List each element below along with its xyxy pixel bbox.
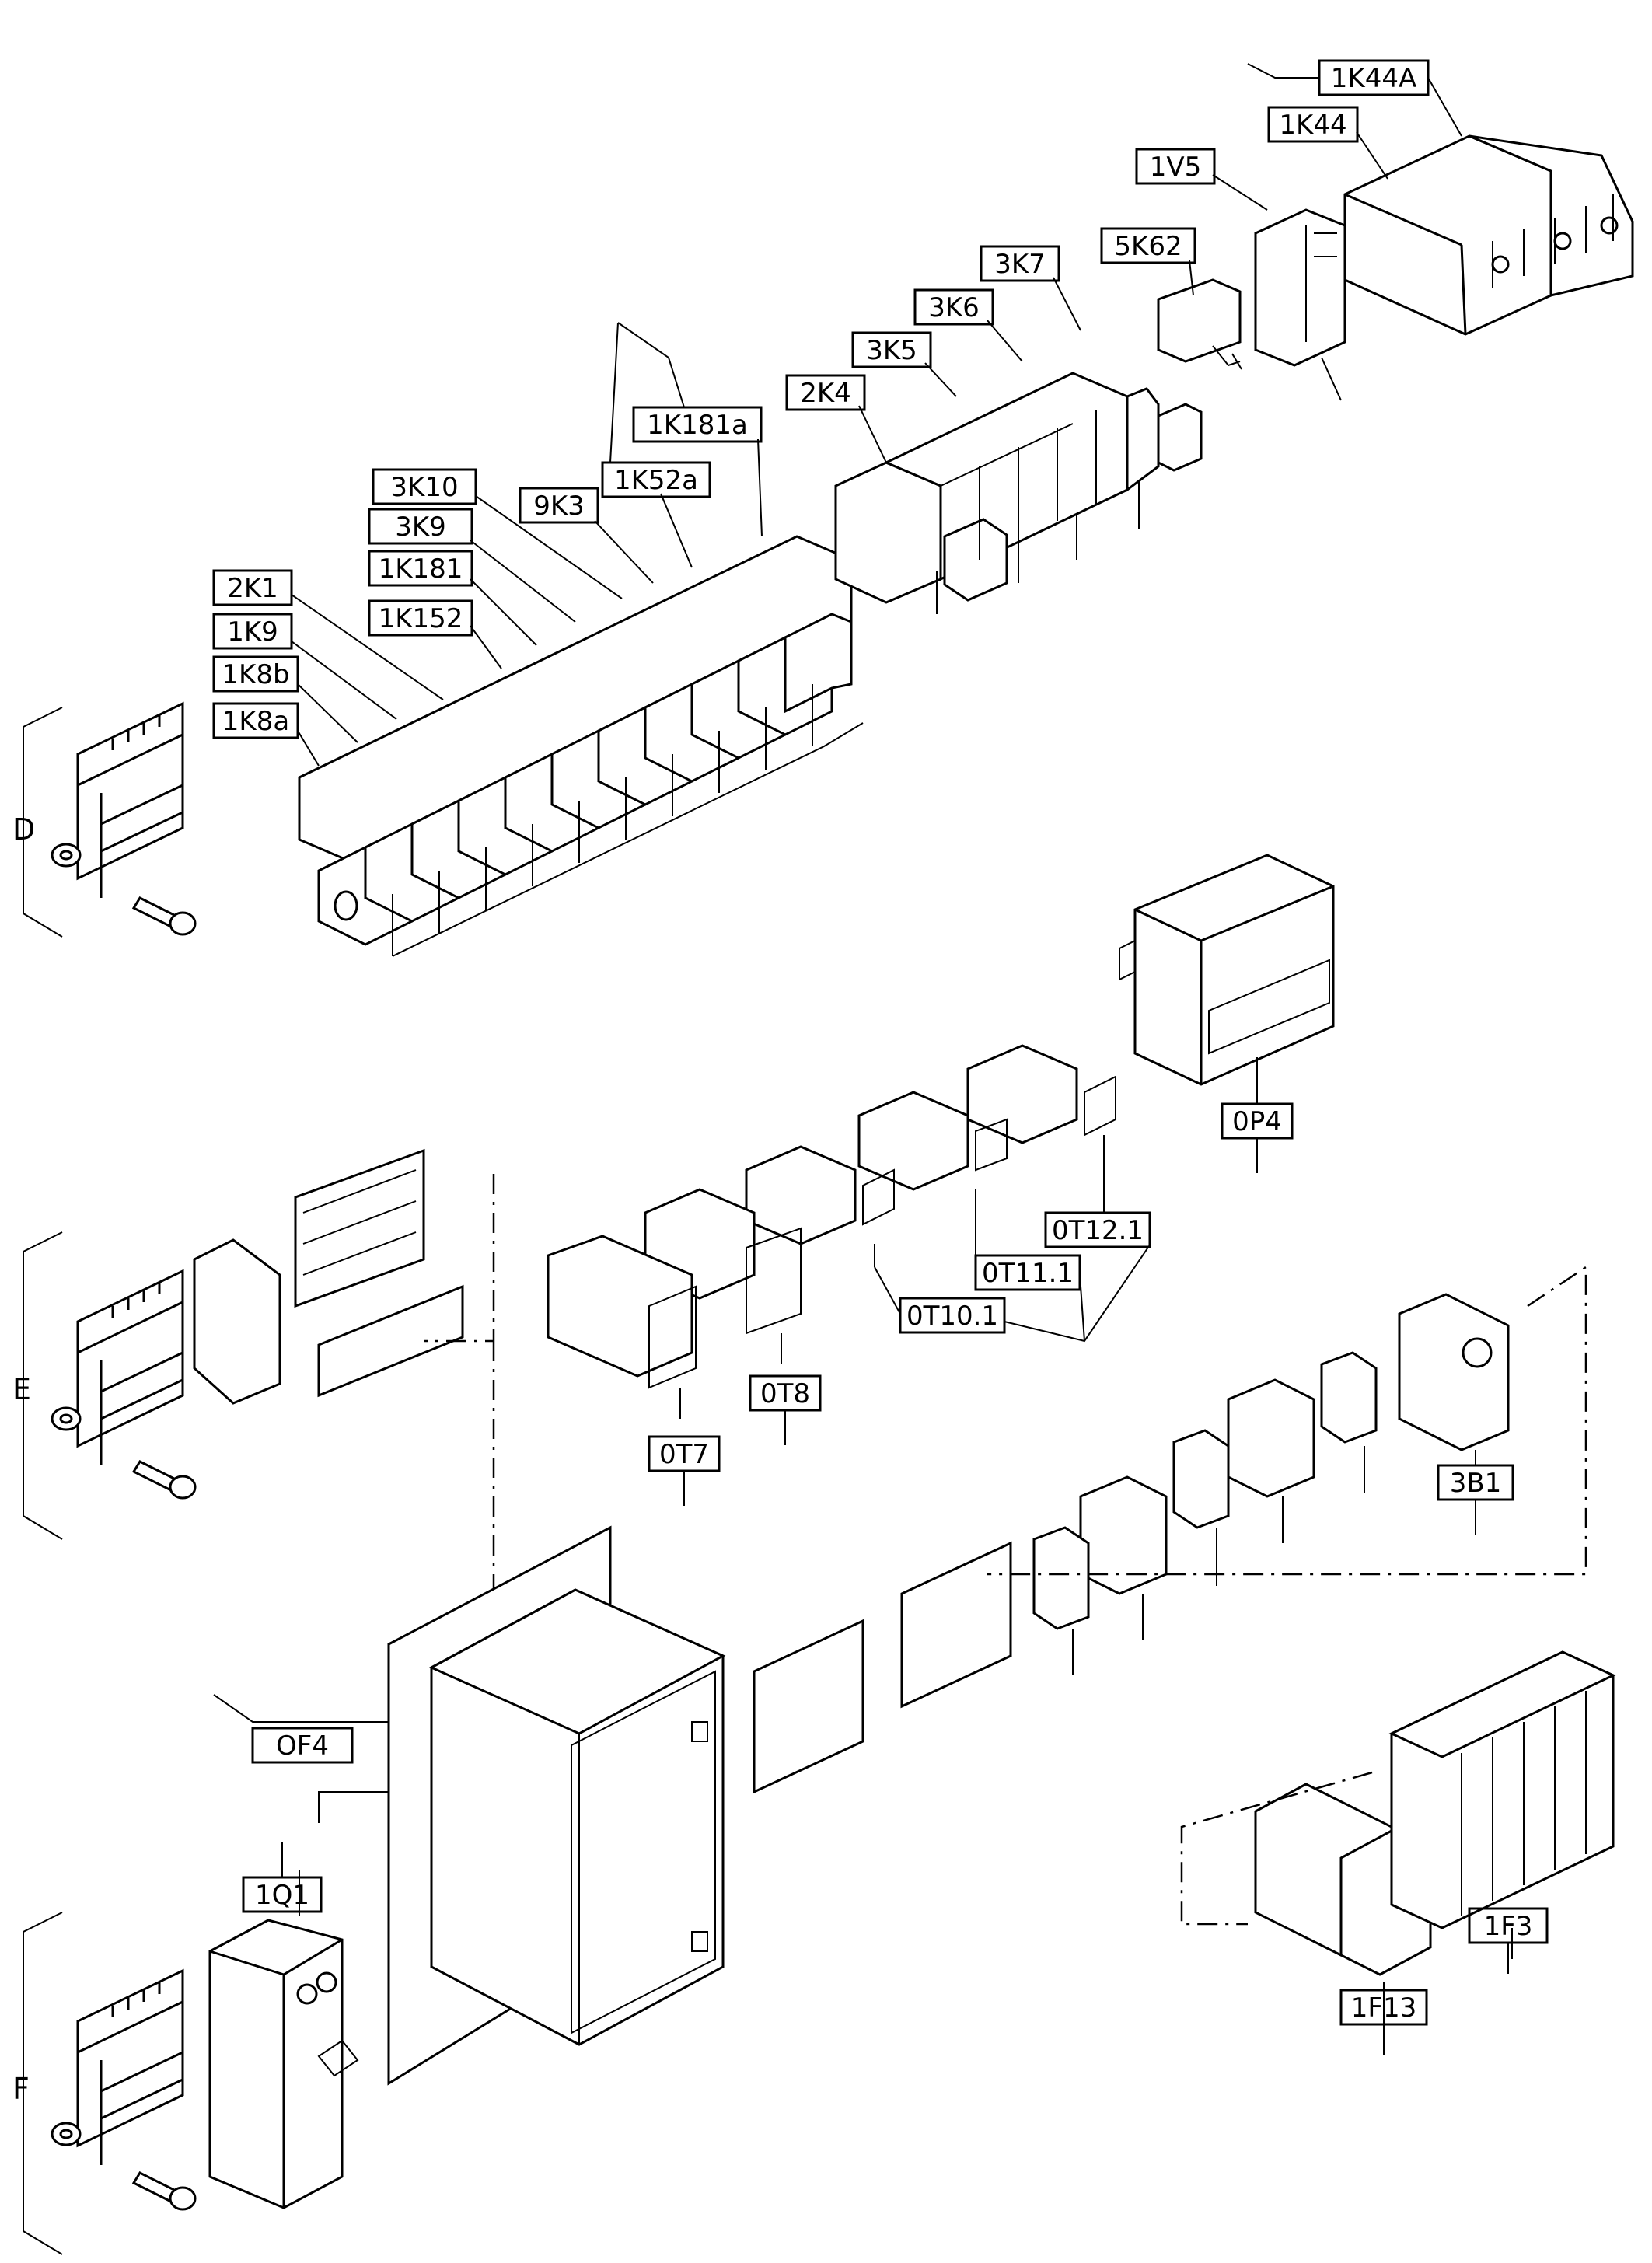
circuit-breakers (1254, 1650, 1616, 2029)
callout-0p4: 0P4 (1221, 1057, 1294, 1173)
relay-cubes (317, 613, 853, 946)
callout-1k44a: 1K44A (1247, 59, 1462, 137)
callout-3k10: 3K10 (372, 468, 623, 599)
svg-text:0T8: 0T8 (760, 1378, 810, 1409)
svg-text:3K9: 3K9 (395, 512, 446, 543)
callout-1k8a: 1K8a (212, 702, 320, 767)
callout-1f13: 1F13 (1339, 1989, 1428, 2055)
power-supply-0p4 (1119, 854, 1335, 1086)
section-d-bracket: D (12, 707, 63, 938)
svg-text:3K6: 3K6 (928, 292, 980, 323)
svg-text:3B1: 3B1 (1450, 1468, 1502, 1499)
svg-text:1K8a: 1K8a (222, 706, 289, 737)
svg-text:0T11.1: 0T11.1 (982, 1258, 1074, 1289)
svg-text:0T12.1: 0T12.1 (1052, 1215, 1144, 1246)
svg-text:1K152: 1K152 (379, 603, 463, 634)
section-label-e: E (12, 1372, 31, 1406)
callout-0t12-1: 0T12.1 (1044, 1135, 1151, 1248)
svg-text:1F3: 1F3 (1484, 1911, 1533, 1942)
din-rail-f (51, 1968, 197, 2211)
relay-5k62 (1157, 278, 1242, 370)
svg-text:OF4: OF4 (276, 1730, 329, 1762)
din-rail-e (51, 1269, 197, 1500)
svg-text:0P4: 0P4 (1232, 1106, 1282, 1137)
motor-breaker-1q1 (208, 1870, 359, 2209)
callout-2k4: 2K4 (785, 374, 887, 463)
svg-text:9K3: 9K3 (533, 491, 585, 522)
svg-text:5K62: 5K62 (1114, 231, 1182, 262)
svg-text:1V5: 1V5 (1150, 152, 1202, 183)
svg-text:0T10.1: 0T10.1 (906, 1301, 998, 1332)
contactor-group (834, 372, 1203, 614)
callout-2k1: 2K1 (212, 569, 444, 700)
svg-text:3K7: 3K7 (994, 249, 1046, 280)
contactor-1k44 (1343, 134, 1634, 336)
svg-text:1K8b: 1K8b (222, 659, 289, 690)
callout-0t11-1: 0T11.1 (974, 1189, 1081, 1291)
callout-1k181a: 1K181a (617, 322, 763, 537)
svg-text:2K1: 2K1 (227, 573, 278, 604)
callout-1k44: 1K44 (1267, 106, 1388, 180)
svg-text:1K44A: 1K44A (1331, 63, 1416, 94)
callout-0t7: 0T7 (648, 1435, 721, 1506)
callout-3k6: 3K6 (913, 288, 1023, 362)
callout-1q1: 1Q1 (242, 1842, 323, 1913)
callout-3b1: 3B1 (1437, 1450, 1514, 1535)
din-rail-d (51, 701, 197, 936)
callout-0t10-1: 0T10.1 (874, 1243, 1151, 1343)
svg-text:1K44: 1K44 (1279, 110, 1346, 141)
svg-text:1K52a: 1K52a (614, 465, 698, 496)
callout-1k152: 1K152 (368, 599, 502, 669)
enclosure-of4 (213, 1525, 726, 2086)
svg-text:0T7: 0T7 (659, 1439, 709, 1470)
svg-text:1K9: 1K9 (227, 616, 278, 648)
terminal-blocks-e (753, 1351, 1378, 1794)
terminal-parts-e (193, 1148, 464, 1405)
callout-3k9: 3K9 (368, 508, 576, 623)
svg-text:3K5: 3K5 (866, 335, 917, 366)
callout-1k9: 1K9 (212, 613, 397, 720)
callout-1k8b: 1K8b (212, 655, 358, 743)
callout-3k7: 3K7 (980, 245, 1081, 331)
callout-5k62: 5K62 (1100, 227, 1196, 296)
callout-1k52a: 1K52a (601, 322, 711, 568)
callout-3k5: 3K5 (851, 331, 957, 397)
svg-text:1F13: 1F13 (1351, 1992, 1416, 2024)
section-label-d: D (12, 812, 35, 847)
callout-0t8: 0T8 (749, 1374, 822, 1445)
svg-text:3K10: 3K10 (390, 472, 458, 503)
section-label-f: F (12, 2072, 30, 2106)
thermostat-3b1 (1398, 1293, 1510, 1451)
module-1v5 (1254, 208, 1346, 401)
callout-1k181: 1K181 (368, 550, 537, 646)
callout-1v5: 1V5 (1135, 148, 1268, 211)
svg-text:1Q1: 1Q1 (255, 1880, 309, 1911)
section-e-bracket: E (12, 1231, 63, 1540)
callout-9k3: 9K3 (519, 487, 654, 584)
callout-of4: OF4 (251, 1727, 354, 1764)
svg-text:2K4: 2K4 (800, 378, 851, 409)
relay-module-row (298, 535, 864, 957)
svg-text:1K181a: 1K181a (647, 410, 748, 441)
callout-1f3: 1F3 (1468, 1907, 1549, 1974)
svg-text:1K181: 1K181 (379, 554, 463, 585)
section-f-bracket: F (12, 1912, 63, 2255)
transformers (547, 1044, 1116, 1419)
